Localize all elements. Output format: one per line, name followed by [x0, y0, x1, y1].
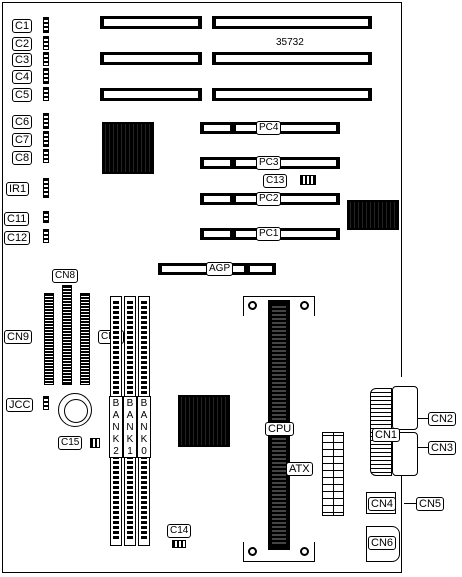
c1-jumper — [43, 17, 49, 33]
c7-jumper — [43, 131, 49, 147]
io-chip — [347, 200, 399, 230]
isa-slot-2-long — [212, 52, 372, 65]
cn3-leader — [418, 447, 428, 448]
cn5-leader — [404, 503, 416, 504]
c14-jumper — [172, 540, 186, 548]
board-number: 35732 — [276, 37, 304, 48]
southbridge-chip — [178, 395, 230, 447]
isa-slot-3-long — [212, 88, 372, 101]
c4-label: C4 — [12, 70, 33, 84]
c3-jumper — [43, 52, 49, 66]
cn2-leader — [418, 418, 428, 419]
cn1-label: CN1 — [372, 428, 401, 442]
isa-slot-1-long — [212, 16, 372, 29]
cpu-screw-top-left — [248, 301, 257, 310]
cn9-header — [44, 293, 54, 385]
jcc-label: JCC — [6, 398, 34, 412]
cpu-screw-bottom-right — [300, 547, 309, 556]
c12-jumper — [43, 229, 49, 243]
jcc-jumper — [43, 396, 49, 410]
agp-label: AGP — [206, 262, 234, 276]
c8-label: C8 — [12, 151, 33, 165]
isa-slot-3-short — [100, 88, 202, 101]
c6-jumper — [43, 113, 49, 129]
cpu-retention-frame — [243, 296, 315, 562]
cpu-screw-top-right — [300, 301, 309, 310]
c7-label: C7 — [12, 133, 33, 147]
c5-jumper — [43, 87, 49, 101]
cn7-header — [80, 293, 90, 385]
c13-label: C13 — [263, 174, 288, 188]
pc3-label: PC3 — [256, 156, 282, 170]
c3-label: C3 — [12, 53, 33, 67]
atx-power-connector — [322, 432, 344, 516]
cmos-battery — [58, 393, 92, 427]
c11-jumper — [43, 211, 49, 223]
c14-label: C14 — [167, 524, 192, 538]
board-outline-right-lower — [401, 470, 402, 573]
c4-jumper — [43, 68, 49, 84]
c6-label: C6 — [12, 115, 33, 129]
c12-label: C12 — [4, 231, 31, 245]
board-outline — [2, 2, 402, 573]
cpu-label: CPU — [265, 422, 295, 436]
c15-label: C15 — [58, 436, 83, 450]
pc1-label: PC1 — [256, 227, 282, 241]
cn2-label: CN2 — [428, 412, 457, 426]
cn4-label: CN4 — [368, 497, 397, 511]
pc4-label: PC4 — [256, 121, 282, 135]
isa-slot-1-short — [100, 16, 202, 29]
cn9-label: CN9 — [4, 330, 33, 344]
c5-label: C5 — [12, 88, 33, 102]
c13-jumper — [300, 175, 316, 185]
c15-jumper — [90, 438, 100, 448]
pc2-label: PC2 — [256, 192, 282, 206]
isa-slot-2-short — [100, 52, 202, 65]
northbridge-chip — [102, 122, 154, 174]
cn2-serial-port — [392, 386, 418, 430]
cn8-label: CN8 — [52, 269, 79, 283]
atx-label: ATX — [286, 462, 313, 476]
c8-jumper — [43, 149, 49, 163]
cpu-screw-bottom-left — [248, 547, 257, 556]
c2-label: C2 — [12, 37, 33, 51]
cn8-header — [62, 285, 72, 385]
cn6-label: CN6 — [368, 536, 397, 550]
c2-jumper — [43, 36, 49, 50]
c11-label: C11 — [4, 212, 30, 226]
c1-label: C1 — [12, 19, 33, 33]
ir1-label: IR1 — [6, 182, 30, 196]
ir1-header — [43, 178, 49, 198]
cn3-label: CN3 — [428, 441, 457, 455]
board-outline-right-upper — [401, 2, 402, 377]
cn5-label: CN5 — [416, 497, 445, 511]
